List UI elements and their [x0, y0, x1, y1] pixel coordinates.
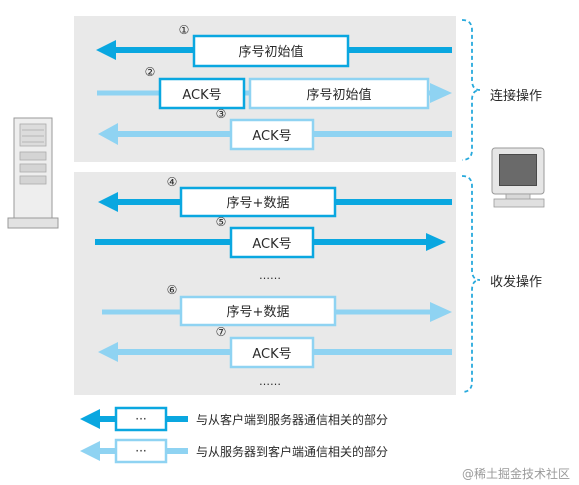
- server-icon: [7, 117, 59, 229]
- step-3: ACK号 ③: [98, 107, 452, 151]
- step-5-label: ACK号: [252, 237, 291, 252]
- watermark: @稀土掘金技术社区: [462, 466, 570, 481]
- ellipsis-1: ……: [259, 269, 281, 282]
- legend: ··· 与从客户端到服务器通信相关的部分 ··· 与从服务器到客户端通信相关的部…: [80, 406, 388, 464]
- step-6: 序号+数据 ⑥: [102, 283, 452, 327]
- legend-light-box-text: ···: [135, 444, 146, 458]
- transfer-label: 收发操作: [490, 274, 542, 290]
- step-7-number: ⑦: [216, 325, 227, 339]
- step-2-box-ack: [158, 77, 246, 110]
- step-4-box: [179, 186, 337, 218]
- step-4: 序号+数据 ④: [98, 175, 452, 218]
- transfer-bracket: [461, 175, 481, 393]
- step-6-label: 序号+数据: [227, 305, 290, 320]
- legend-light-text: 与从服务器到客户端通信相关的部分: [196, 444, 388, 459]
- legend-server-to-client: ··· 与从服务器到客户端通信相关的部分: [80, 438, 388, 464]
- step-1: 序号初始值 ①: [96, 23, 452, 68]
- legend-dark-box-text: ···: [135, 412, 146, 426]
- step-3-box: [229, 118, 315, 151]
- step-7: ACK号 ⑦: [98, 325, 452, 369]
- step-5: ACK号 ⑤: [95, 215, 446, 259]
- connect-label: 连接操作: [490, 88, 542, 104]
- client-pc-icon: [491, 147, 545, 208]
- step-2-box-seq: [248, 77, 430, 110]
- step-1-box: [192, 34, 350, 68]
- step-2-label-ack: ACK号: [182, 88, 221, 103]
- step-7-label: ACK号: [252, 347, 291, 362]
- step-4-label: 序号+数据: [227, 196, 290, 211]
- legend-dark-text: 与从客户端到服务器通信相关的部分: [196, 412, 388, 427]
- step-6-number: ⑥: [167, 283, 178, 297]
- step-2: ACK号 序号初始值 ②: [97, 65, 452, 110]
- step-1-number: ①: [179, 23, 190, 37]
- legend-client-to-server: ··· 与从客户端到服务器通信相关的部分: [80, 406, 388, 432]
- step-3-label: ACK号: [252, 129, 291, 144]
- step-6-box: [179, 295, 337, 327]
- step-5-number: ⑤: [216, 215, 227, 229]
- step-1-label: 序号初始值: [238, 44, 303, 60]
- step-6-arrow: [430, 302, 452, 322]
- ellipsis-2: ……: [259, 375, 281, 388]
- step-5-box: [229, 226, 315, 259]
- step-7-box: [229, 336, 315, 369]
- step-3-number: ③: [216, 107, 227, 121]
- connect-bracket: [461, 19, 481, 161]
- step-2-number: ②: [145, 65, 156, 79]
- step-4-number: ④: [167, 175, 178, 189]
- step-2-arrow: [430, 83, 452, 103]
- step-2-label-seq: 序号初始值: [306, 87, 371, 103]
